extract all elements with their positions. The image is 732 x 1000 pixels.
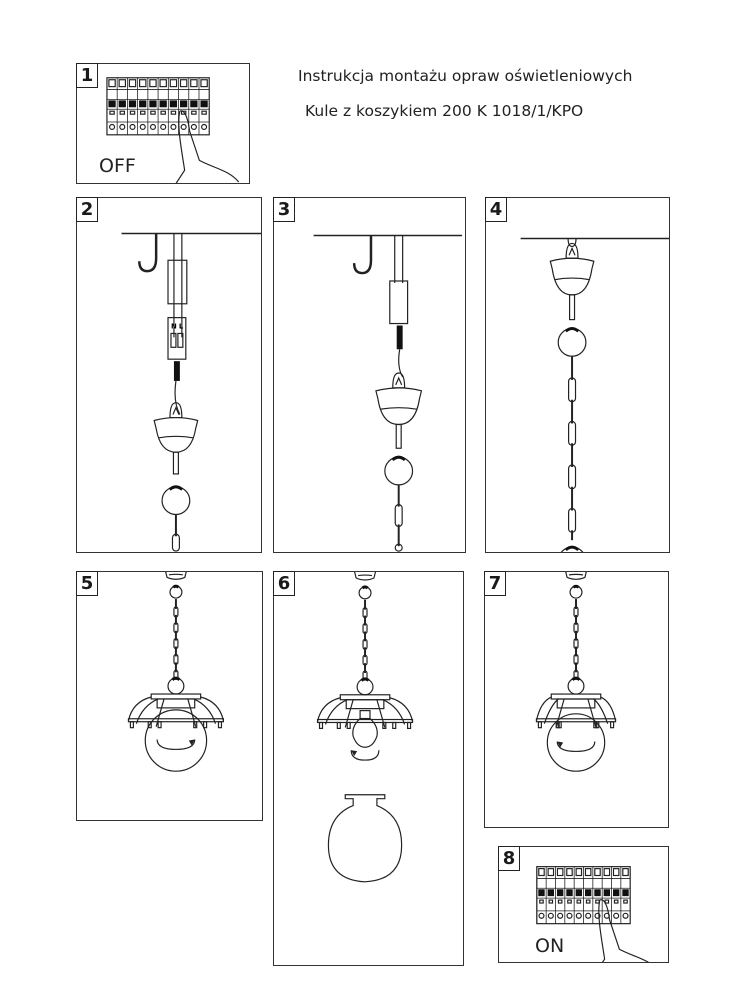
rotation-arrow-icon (556, 741, 596, 753)
chain-ball (557, 327, 587, 357)
globe-mount-drawing (127, 572, 225, 772)
hand-icon (175, 110, 240, 183)
step-number: 6 (273, 571, 295, 596)
chain (394, 484, 403, 552)
chain (362, 599, 368, 681)
terminal-n-label: N (171, 323, 177, 331)
step-number: 1 (76, 63, 98, 88)
step-7-panel: 7 (484, 571, 669, 828)
chain-ball (356, 677, 374, 696)
step-8-panel: 8 ON (498, 846, 669, 963)
ceiling-canopy (375, 372, 423, 426)
lamp-cage (535, 693, 617, 729)
globe-removal-drawing (316, 572, 414, 883)
power-on-label: ON (535, 935, 565, 957)
lamp-cage (316, 694, 414, 730)
ceiling-hook (352, 235, 373, 275)
ceiling-hook (138, 233, 158, 273)
step-1-panel: 1 OFF (76, 63, 250, 184)
chain-ball (384, 455, 414, 486)
step-5-panel: 5 (76, 571, 263, 821)
cable-drawing (313, 234, 463, 552)
chain (171, 514, 180, 552)
ceiling-canopy (549, 242, 595, 296)
glass-globe (144, 709, 208, 772)
globe-tighten-drawing (535, 572, 617, 772)
step-number: 3 (273, 197, 295, 222)
power-off-label: OFF (99, 155, 136, 177)
chain-ball (161, 485, 191, 516)
chain-drawing (520, 237, 669, 552)
chain-ball (358, 585, 372, 600)
instruction-title: Instrukcja montażu opraw oświetleniowych (298, 67, 633, 85)
step-number: 5 (76, 571, 98, 596)
step-number: 7 (484, 571, 506, 596)
step-number: 2 (76, 197, 98, 222)
ceiling-canopy (565, 572, 587, 580)
rotation-arrow-icon (156, 739, 196, 751)
chain-ball (567, 676, 585, 695)
chain (568, 356, 577, 541)
step-6-panel: 6 (273, 571, 464, 966)
breaker-on-drawing (536, 866, 649, 962)
product-name: Kule z koszykiem 200 K 1018/1/KPO (305, 102, 584, 120)
chain-ball (569, 584, 583, 599)
rotation-arrow-icon (350, 750, 380, 761)
chain-ball (169, 584, 183, 599)
circuit-breaker-icon (106, 77, 210, 136)
ceiling-canopy (165, 572, 187, 580)
light-bulb-icon (352, 710, 378, 748)
hand-icon (598, 899, 649, 962)
glass-globe (546, 713, 606, 772)
chain (573, 599, 579, 680)
glass-globe (327, 794, 403, 883)
chain-ball (167, 676, 185, 695)
step-4-panel: 4 (485, 197, 670, 553)
breaker-off-drawing (106, 77, 240, 183)
terminal-l-label: L (179, 323, 184, 331)
chain-ball (560, 545, 584, 552)
lamp-cage (127, 693, 225, 729)
step-number: 8 (498, 846, 520, 871)
ceiling-canopy (354, 572, 377, 581)
chain (173, 599, 179, 680)
step-number: 4 (485, 197, 507, 222)
ceiling-canopy (153, 402, 199, 453)
circuit-breaker-icon (536, 866, 631, 925)
step-3-panel: 3 (273, 197, 466, 553)
